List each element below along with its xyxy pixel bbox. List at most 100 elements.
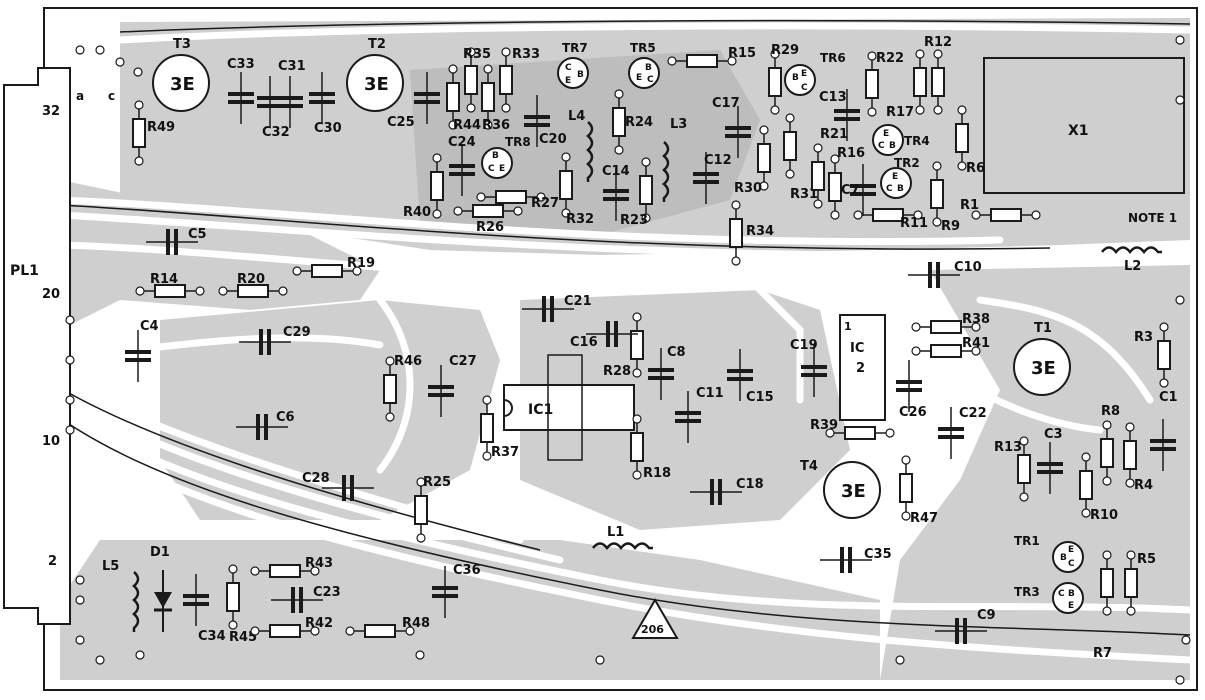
pad: [513, 206, 523, 216]
pad: [228, 620, 238, 630]
trace: [56, 241, 904, 289]
pad: [1126, 606, 1136, 616]
pad: [476, 192, 486, 202]
pad: [813, 199, 823, 209]
pad: [482, 451, 492, 461]
transistor-tr3: [1052, 582, 1084, 614]
pad: [932, 217, 942, 227]
pad: [971, 210, 981, 220]
resistor-label: R25: [423, 475, 451, 490]
connector-row-label: a: [76, 89, 84, 103]
resistor-r33: R33: [499, 47, 540, 113]
capacitor-plate: [1150, 447, 1176, 451]
resistor-r34: R34: [729, 200, 774, 266]
capacitor-label: C10: [954, 260, 982, 275]
pad: [416, 477, 426, 487]
pin-letter: B: [1068, 589, 1075, 599]
capacitor-plate: [675, 419, 701, 423]
capacitor-c1: C1: [1150, 390, 1178, 471]
connector-pin-label: 10: [42, 434, 60, 449]
pad: [1081, 452, 1091, 462]
triangle-label: 206: [641, 623, 664, 636]
pin-letter: E: [1068, 601, 1074, 611]
resistor-r38: R38: [911, 312, 990, 334]
capacitor-c14: C14: [602, 164, 630, 221]
connector-pin-label: 32: [42, 104, 60, 119]
pad: [1102, 550, 1112, 560]
capacitor-c31: C31: [277, 59, 306, 128]
resistor-body: [828, 172, 842, 202]
transistor-pin-letters: C E B B E C B E C B C E E C B E C B B E …: [488, 63, 1075, 611]
transistor-labels: TR7 TR5 TR6 TR8 TR4 TR2 TR1 TR3: [505, 41, 1040, 599]
capacitor-plate: [449, 172, 475, 176]
pad: [134, 156, 144, 166]
capacitor-label: C27: [449, 354, 477, 369]
capacitor-plate: [432, 594, 458, 598]
note-label: NOTE 1: [1128, 211, 1177, 225]
capacitor-plate: [350, 475, 354, 501]
resistor-body: [414, 495, 428, 525]
ic-pin1-marker: 1: [844, 320, 852, 333]
pin-letter: E: [883, 129, 889, 139]
resistor-label: R8: [1101, 404, 1120, 419]
resistor-r16: R16: [828, 146, 865, 220]
pin-letter: B: [1060, 553, 1067, 563]
inductor-coil: [586, 121, 594, 182]
pad: [561, 152, 571, 162]
transformer-symbol: 3E: [841, 481, 866, 502]
capacitor-plate: [277, 96, 303, 100]
pad: [310, 626, 320, 636]
pad: [292, 266, 302, 276]
resistor-body: [1123, 440, 1137, 470]
trace: [56, 211, 1104, 260]
pin-letter: C: [565, 63, 572, 73]
ic1: IC1: [503, 354, 635, 461]
resistor-r49: R49: [132, 100, 175, 166]
transistor-tr7: [557, 57, 589, 89]
capacitor-plate: [277, 104, 303, 108]
capacitor-c9: C9: [935, 608, 996, 644]
resistor-label: R24: [625, 115, 653, 130]
pin-letter: C: [1058, 589, 1065, 599]
capacitor-plate: [938, 435, 964, 439]
capacitor-plate: [267, 329, 271, 355]
pad: [911, 322, 921, 332]
transistor-tr6: [784, 64, 816, 96]
capacitor-plate: [718, 479, 722, 505]
resistor-body: [480, 413, 494, 443]
transistor-label: TR2: [894, 156, 920, 170]
resistor-r28: R28: [603, 312, 644, 379]
capacitor-c26: C26: [896, 360, 927, 420]
resistor-label: R16: [837, 146, 865, 161]
pin-letter: E: [1068, 545, 1074, 555]
pad: [501, 103, 511, 113]
pad: [595, 655, 605, 665]
capacitor-c19: C19: [790, 338, 827, 397]
capacitor-plate: [1150, 439, 1176, 443]
ic-heatsink: [547, 354, 583, 461]
transformer-t2: 3E T2: [346, 37, 404, 112]
crystal-label: X1: [1068, 123, 1089, 139]
pad: [1125, 478, 1135, 488]
resistor-r45: R45: [226, 564, 257, 645]
pad: [895, 655, 905, 665]
capacitor-c32: C32: [257, 76, 290, 140]
pad: [785, 113, 795, 123]
capacitor-label: C8: [667, 345, 686, 360]
transformer-t3: 3E T3: [152, 37, 210, 112]
inductor-l1: L1: [592, 525, 653, 551]
pad: [1125, 422, 1135, 432]
pad: [1126, 550, 1136, 560]
capacitor-label: C23: [313, 585, 341, 600]
transformer-body: [152, 54, 210, 112]
resistor-r7: R7: [1093, 550, 1114, 661]
pad: [432, 153, 442, 163]
resistor-r10: R10: [1079, 452, 1118, 523]
trace: [116, 22, 1194, 44]
resistor-r1: R1: [960, 198, 1041, 222]
trace: [726, 256, 804, 404]
capacitor-label: C19: [790, 338, 818, 353]
pad: [115, 57, 125, 67]
transformer-symbol: 3E: [1031, 358, 1056, 379]
inductor-l4: L4: [568, 109, 594, 182]
